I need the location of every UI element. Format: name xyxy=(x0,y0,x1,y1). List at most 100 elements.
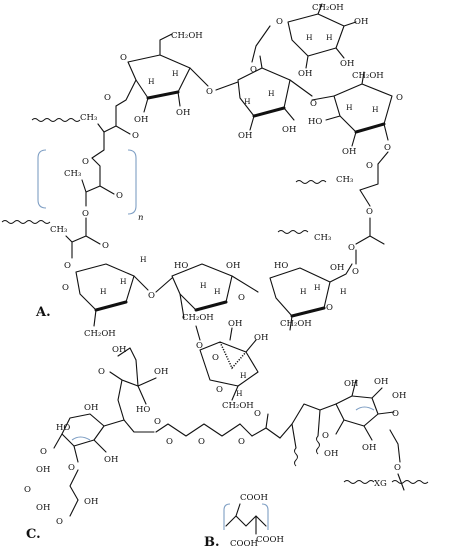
label-o: O xyxy=(348,243,355,253)
label-oh: OH xyxy=(392,391,406,401)
panel-b-label: B. xyxy=(204,535,220,550)
label-h: H xyxy=(372,105,379,114)
label-h: H xyxy=(200,281,207,290)
anhydro-sugar-bottom: O O OH OH CH₂OH H H xyxy=(199,319,268,411)
glucose-ring-top-left: CH₂OH O OH OH H H O xyxy=(120,31,213,125)
label-h: H xyxy=(100,287,107,296)
label-o: O xyxy=(116,191,123,201)
label-oh: OH xyxy=(226,261,240,271)
label-h: H xyxy=(340,287,347,296)
label-o: O xyxy=(366,161,373,171)
label-o: O xyxy=(216,385,223,395)
label-n: n xyxy=(138,213,143,223)
label-h: H xyxy=(148,77,155,86)
label-o: O xyxy=(322,431,329,441)
glucose-ring-bottom-left: O CH₂OH H H H O xyxy=(62,255,155,339)
label-oh: OH xyxy=(282,125,296,135)
label-oh: OH xyxy=(154,367,168,377)
label-o: O xyxy=(148,291,155,301)
glucose-ring-bottom-middle: HO OH O H H CH₂OH O xyxy=(155,261,259,351)
label-o: O xyxy=(82,157,89,167)
label-h: H xyxy=(268,89,275,98)
label-o: O xyxy=(166,437,173,447)
label-o: O xyxy=(198,437,205,447)
label-ch2oh: CH₂OH xyxy=(352,71,384,81)
label-ho: HO xyxy=(174,261,188,271)
label-ch3: CH₃ xyxy=(80,113,97,123)
label-o: O xyxy=(120,53,127,63)
label-oh: OH xyxy=(228,319,242,329)
label-h: H xyxy=(300,287,307,296)
label-ch2oh: CH₂OH xyxy=(171,31,203,41)
label-o: O xyxy=(68,463,75,473)
label-ch2oh: CH₂OH xyxy=(182,313,214,323)
label-cooh: COOH xyxy=(256,535,284,545)
label-o: O xyxy=(206,87,213,97)
label-oh: OH xyxy=(112,345,126,355)
label-o: O xyxy=(82,209,89,219)
label-h: H xyxy=(140,255,147,264)
label-h: H xyxy=(346,103,353,112)
label-ch2oh: CH₂OH xyxy=(84,329,116,339)
label-o: O xyxy=(366,207,373,217)
label-h: H xyxy=(314,283,321,292)
citrate-cluster-right: OH OH OH O OH O OH O XG xyxy=(322,377,429,491)
label-o: O xyxy=(212,353,219,363)
label-ch3: CH₃ xyxy=(64,169,81,179)
label-h: H xyxy=(240,371,247,380)
panel-b-structure: COOH COOH COOH B. xyxy=(204,493,284,550)
label-ho: HO xyxy=(56,423,70,433)
label-o: O xyxy=(62,283,69,293)
peg-linker: O O O O O xyxy=(123,403,337,467)
label-h: H xyxy=(244,97,251,106)
label-oh: OH xyxy=(254,333,268,343)
left-ester-chain: O O CH₃ O O CH₃ O n O CH₃ xyxy=(1,79,143,271)
panel-c-structure: OH O OH HO O O O O O xyxy=(24,345,429,542)
label-oh: OH xyxy=(176,108,190,118)
glucose-ring-middle: O OH OH H H O xyxy=(215,55,317,141)
glucose-ring-right: CH₂OH O HO OH H H O xyxy=(308,71,403,157)
label-h: H xyxy=(120,277,127,286)
label-oh: OH xyxy=(354,17,368,27)
label-xg: XG xyxy=(374,479,387,489)
label-o: O xyxy=(40,447,47,457)
label-ch2oh: CH₂OH xyxy=(280,319,312,329)
label-oh: OH xyxy=(134,115,148,125)
panel-a-structure: CH₂OH O OH OH H H O CH₂OH O OH OH OH H H xyxy=(1,3,403,411)
label-h: H xyxy=(172,69,179,78)
label-cooh: COOH xyxy=(240,493,268,503)
label-oh: OH xyxy=(344,379,358,389)
label-o: O xyxy=(326,303,333,313)
label-h: H xyxy=(306,33,313,42)
label-h: H xyxy=(326,33,333,42)
label-ch2oh: CH₂OH xyxy=(222,401,254,411)
label-oh: OH xyxy=(238,131,252,141)
label-o: O xyxy=(64,261,71,271)
label-oh: OH xyxy=(104,455,118,465)
label-o: O xyxy=(238,293,245,303)
label-oh: OH xyxy=(330,263,344,273)
label-o: O xyxy=(392,409,399,419)
label-ho: HO xyxy=(308,117,322,127)
label-o: O xyxy=(56,517,63,527)
label-o: O xyxy=(396,93,403,103)
panel-a-label: A. xyxy=(35,305,51,320)
label-o: O xyxy=(352,267,359,277)
label-ho: HO xyxy=(136,405,150,415)
right-ester-chain: O CH₃ O O CH₃ O xyxy=(277,151,389,277)
label-o: O xyxy=(310,99,317,109)
label-o: O xyxy=(24,485,31,495)
label-oh: OH xyxy=(36,465,50,475)
label-h: H xyxy=(236,389,243,398)
label-o: O xyxy=(196,341,203,351)
label-o: O xyxy=(276,17,283,27)
label-h: H xyxy=(214,287,221,296)
label-oh: OH xyxy=(84,497,98,507)
label-o: O xyxy=(394,463,401,473)
label-oh: OH xyxy=(362,443,376,453)
label-oh: OH xyxy=(84,403,98,413)
label-cooh: COOH xyxy=(230,539,258,549)
label-o: O xyxy=(238,437,245,447)
label-ch3: CH₃ xyxy=(336,175,353,185)
